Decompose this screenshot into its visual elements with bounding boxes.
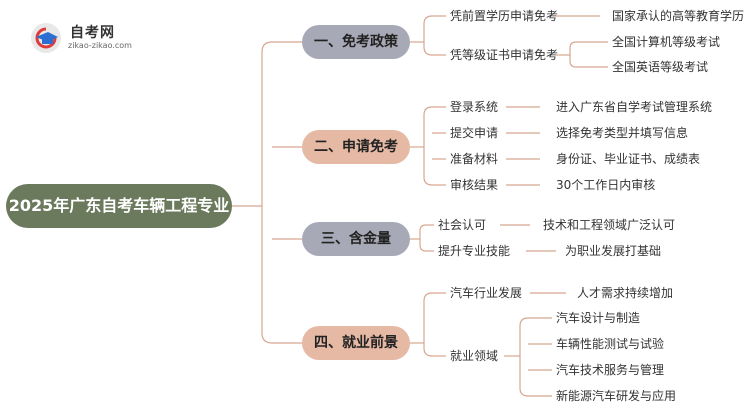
item-skills: 提升专业技能 (438, 244, 511, 258)
item-social-recognition: 社会认可 (438, 218, 487, 232)
item-login: 登录系统 (450, 100, 499, 114)
leaf-career-foundation: 为职业发展打基础 (565, 244, 662, 258)
leaf-enter-system: 进入广东省自学考试管理系统 (556, 100, 713, 114)
cert-spine (569, 41, 577, 68)
leaf-choose-type: 选择免考类型并填写信息 (556, 126, 689, 140)
leaf-service-management: 汽车技术服务与管理 (556, 363, 665, 377)
branch1-spine (423, 15, 433, 56)
logo-subtitle: zikao-zikao.com (68, 41, 132, 50)
branch-node-value: 三、含金量 (302, 222, 410, 256)
branch-node-apply-exemption: 二、申请免考 (302, 130, 410, 164)
branch2-spine (423, 106, 433, 186)
leaf-new-energy: 新能源汽车研发与应用 (556, 389, 677, 403)
branch-node-career-prospects: 四、就业前景 (302, 326, 410, 360)
branch-node-exemption-policy: 一、免考政策 (302, 25, 410, 59)
item-review: 审核结果 (450, 178, 499, 192)
item-submit: 提交申请 (450, 126, 499, 140)
leaf-recognized-degree: 国家承认的高等教育学历 (612, 9, 745, 23)
root-node: 2025年广东自考车辆工程专业 (6, 184, 232, 228)
leaf-talent-demand: 人才需求持续增加 (577, 286, 674, 300)
leaf-computer-exam: 全国计算机等级考试 (612, 35, 721, 49)
item-materials: 准备材料 (450, 152, 499, 166)
logo: 自考网 zikao-zikao.com (30, 20, 140, 56)
branch3-spine (419, 224, 427, 252)
leaf-english-exam: 全国英语等级考试 (612, 60, 709, 74)
item-certificate: 凭等级证书申请免考 (450, 48, 559, 62)
item-prior-degree: 凭前置学历申请免考 (450, 9, 559, 23)
item-industry: 汽车行业发展 (450, 286, 523, 300)
logo-title: 自考网 (70, 25, 115, 41)
graduation-cap-icon (31, 23, 61, 53)
branch4-spine (423, 292, 433, 357)
leaf-design-manufacture: 汽车设计与制造 (556, 311, 641, 325)
item-employment-fields: 就业领域 (450, 349, 499, 363)
root-spine (261, 41, 273, 344)
leaf-performance-testing: 车辆性能测试与试验 (556, 337, 665, 351)
fields-spine (519, 317, 529, 397)
leaf-widely-recognized: 技术和工程领域广泛认可 (543, 218, 676, 232)
leaf-review-time: 30个工作日内审核 (556, 178, 656, 192)
leaf-documents: 身份证、毕业证书、成绩表 (556, 152, 701, 166)
